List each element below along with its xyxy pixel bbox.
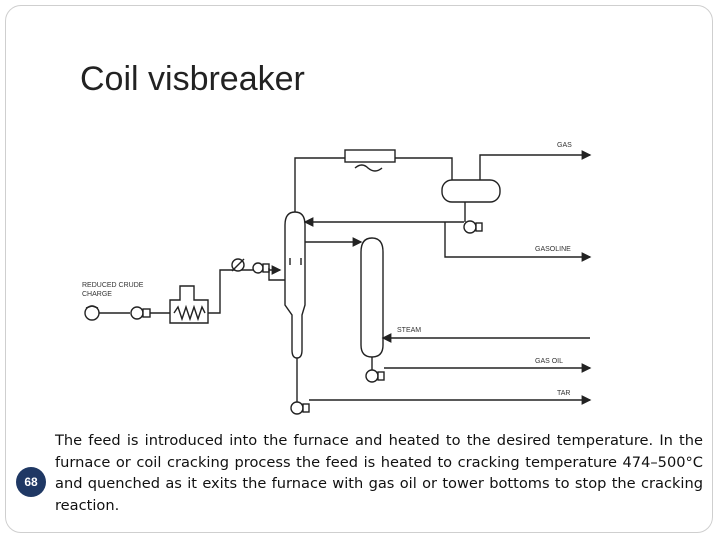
quench-pump-icon — [252, 262, 270, 274]
furnace — [169, 285, 209, 324]
gas-label: GAS — [557, 142, 572, 149]
condenser-icon — [344, 149, 396, 172]
gas-oil-pump-icon — [365, 369, 385, 383]
feed-label-line1: REDUCED CRUDE — [82, 282, 144, 289]
slide-caption: The feed is introduced into the furnace … — [55, 432, 703, 514]
charge-pump-icon — [130, 306, 151, 320]
fractionator-column — [284, 211, 306, 359]
gas-oil-label: GAS OIL — [535, 358, 563, 365]
page-number-badge: 68 — [14, 467, 48, 497]
tar-pump-icon — [290, 401, 310, 415]
steam-label: STEAM — [397, 327, 421, 334]
feed-label-line2: CHARGE — [82, 291, 112, 298]
gasoline-label: GASOLINE — [535, 246, 571, 253]
gasoline-pump-icon — [463, 220, 483, 234]
tar-label: TAR — [557, 390, 570, 397]
quench-valve-icon — [231, 258, 245, 272]
slide-title: Coil visbreaker — [80, 60, 305, 98]
reflux-drum — [441, 179, 501, 203]
feed-pump-icon — [84, 305, 100, 321]
coil-visbreaker-diagram: REDUCED CRUDE CHARGE — [82, 142, 592, 415]
stripper-column — [360, 237, 384, 358]
slide-frame — [5, 5, 713, 533]
